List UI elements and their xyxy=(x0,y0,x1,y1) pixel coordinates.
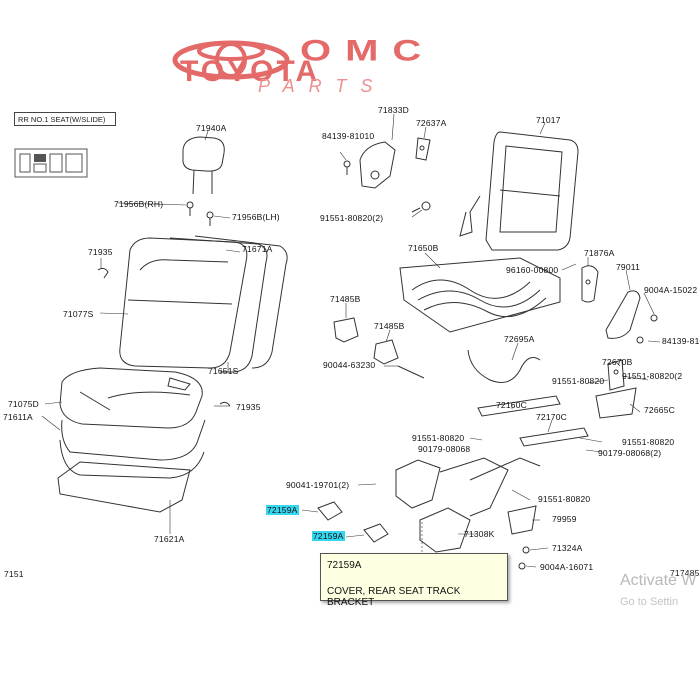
part-label-72159a-a[interactable]: 72159A xyxy=(266,505,299,515)
part-label-71651s[interactable]: 71651S xyxy=(208,366,239,376)
part-label-91551-80820-c[interactable]: 91551-80820 xyxy=(552,376,605,386)
part-label-71485b-b[interactable]: 71485B xyxy=(374,321,405,331)
part-label-71876a[interactable]: 71876A xyxy=(584,248,615,258)
toyota-logo-icon xyxy=(172,40,290,80)
part-label-71935-a[interactable]: 71935 xyxy=(88,247,113,257)
part-tooltip: 72159A COVER, REAR SEAT TRACK BRACKET xyxy=(320,553,508,608)
part-label-71308k[interactable]: 71308K xyxy=(464,529,495,539)
part-label-71324a[interactable]: 71324A xyxy=(552,543,583,553)
part-label-72637a[interactable]: 72637A xyxy=(416,118,447,128)
part-label-71650b[interactable]: 71650B xyxy=(408,243,439,253)
part-label-91551-80820-f[interactable]: 91551-80820 xyxy=(538,494,591,504)
part-label-91551-80820-2b[interactable]: 91551-80820(2 xyxy=(622,371,683,381)
part-label-9004a-15022[interactable]: 9004A-15022 xyxy=(644,285,698,295)
part-label-72160c[interactable]: 72160C xyxy=(496,400,527,410)
part-label-71017[interactable]: 71017 xyxy=(536,115,561,125)
part-label-9004a-16071[interactable]: 9004A-16071 xyxy=(540,562,594,572)
part-label-79011[interactable]: 79011 xyxy=(616,262,641,272)
part-label-717485[interactable]: 717485 xyxy=(670,568,700,578)
highlight-72159a-b: 72159A xyxy=(312,531,345,541)
part-label-91551-80820-e[interactable]: 91551-80820 xyxy=(622,437,675,447)
part-label-79959[interactable]: 79959 xyxy=(552,514,577,524)
part-label-7151[interactable]: 7151 xyxy=(4,569,24,579)
part-label-90044-63230[interactable]: 90044-63230 xyxy=(323,360,376,370)
part-label-71671a[interactable]: 71671A xyxy=(242,244,273,254)
activation-watermark-subtitle: Go to Settin xyxy=(620,596,679,608)
part-label-91551-80820-2a[interactable]: 91551-80820(2) xyxy=(320,213,384,223)
part-label-90179-08068-a[interactable]: 90179-08068 xyxy=(418,444,471,454)
brand-parts: PARTS xyxy=(258,76,387,96)
seat-layout-icon xyxy=(14,148,88,178)
part-label-71075d[interactable]: 71075D xyxy=(8,399,39,409)
part-label-71940a[interactable]: 71940A xyxy=(196,123,227,133)
part-label-71485b-a[interactable]: 71485B xyxy=(330,294,361,304)
brand-omc: OMC xyxy=(300,34,436,67)
part-label-72159a-b[interactable]: 72159A xyxy=(312,531,345,541)
part-label-71956b-rh[interactable]: 71956B(RH) xyxy=(114,199,164,209)
part-label-71956b-lh[interactable]: 71956B(LH) xyxy=(232,212,280,222)
part-label-71833d[interactable]: 71833D xyxy=(378,105,409,115)
tooltip-part-description: COVER, REAR SEAT TRACK BRACKET xyxy=(327,586,461,608)
diagram-title: RR NO.1 SEAT(W/SLIDE) xyxy=(14,112,116,126)
highlight-72159a-a: 72159A xyxy=(266,505,299,515)
part-label-72170c[interactable]: 72170C xyxy=(536,412,567,422)
tooltip-part-code: 72159A xyxy=(327,560,362,571)
part-label-71611a[interactable]: 71611A xyxy=(3,412,33,422)
part-label-72665c[interactable]: 72665C xyxy=(644,405,675,415)
part-label-71077s[interactable]: 71077S xyxy=(63,309,94,319)
part-label-72670b[interactable]: 72670B xyxy=(602,357,633,367)
part-label-84139-81010[interactable]: 84139-81010 xyxy=(322,131,375,141)
part-label-71621a[interactable]: 71621A xyxy=(154,534,185,544)
brand-toyota: TOYOTA xyxy=(180,55,321,88)
activation-watermark-title: Activate W xyxy=(620,572,697,589)
part-label-91551-80820-d[interactable]: 91551-80820 xyxy=(412,433,465,443)
part-label-90179-08068-2[interactable]: 90179-08068(2) xyxy=(598,448,662,458)
part-label-90041-19701-2[interactable]: 90041-19701(2) xyxy=(286,480,350,490)
part-label-96160-00800[interactable]: 96160-00800 xyxy=(506,265,559,275)
part-label-71935-b[interactable]: 71935 xyxy=(236,402,261,412)
part-label-72695a[interactable]: 72695A xyxy=(504,334,535,344)
part-label-84139-8101[interactable]: 84139-8101 xyxy=(662,336,700,346)
